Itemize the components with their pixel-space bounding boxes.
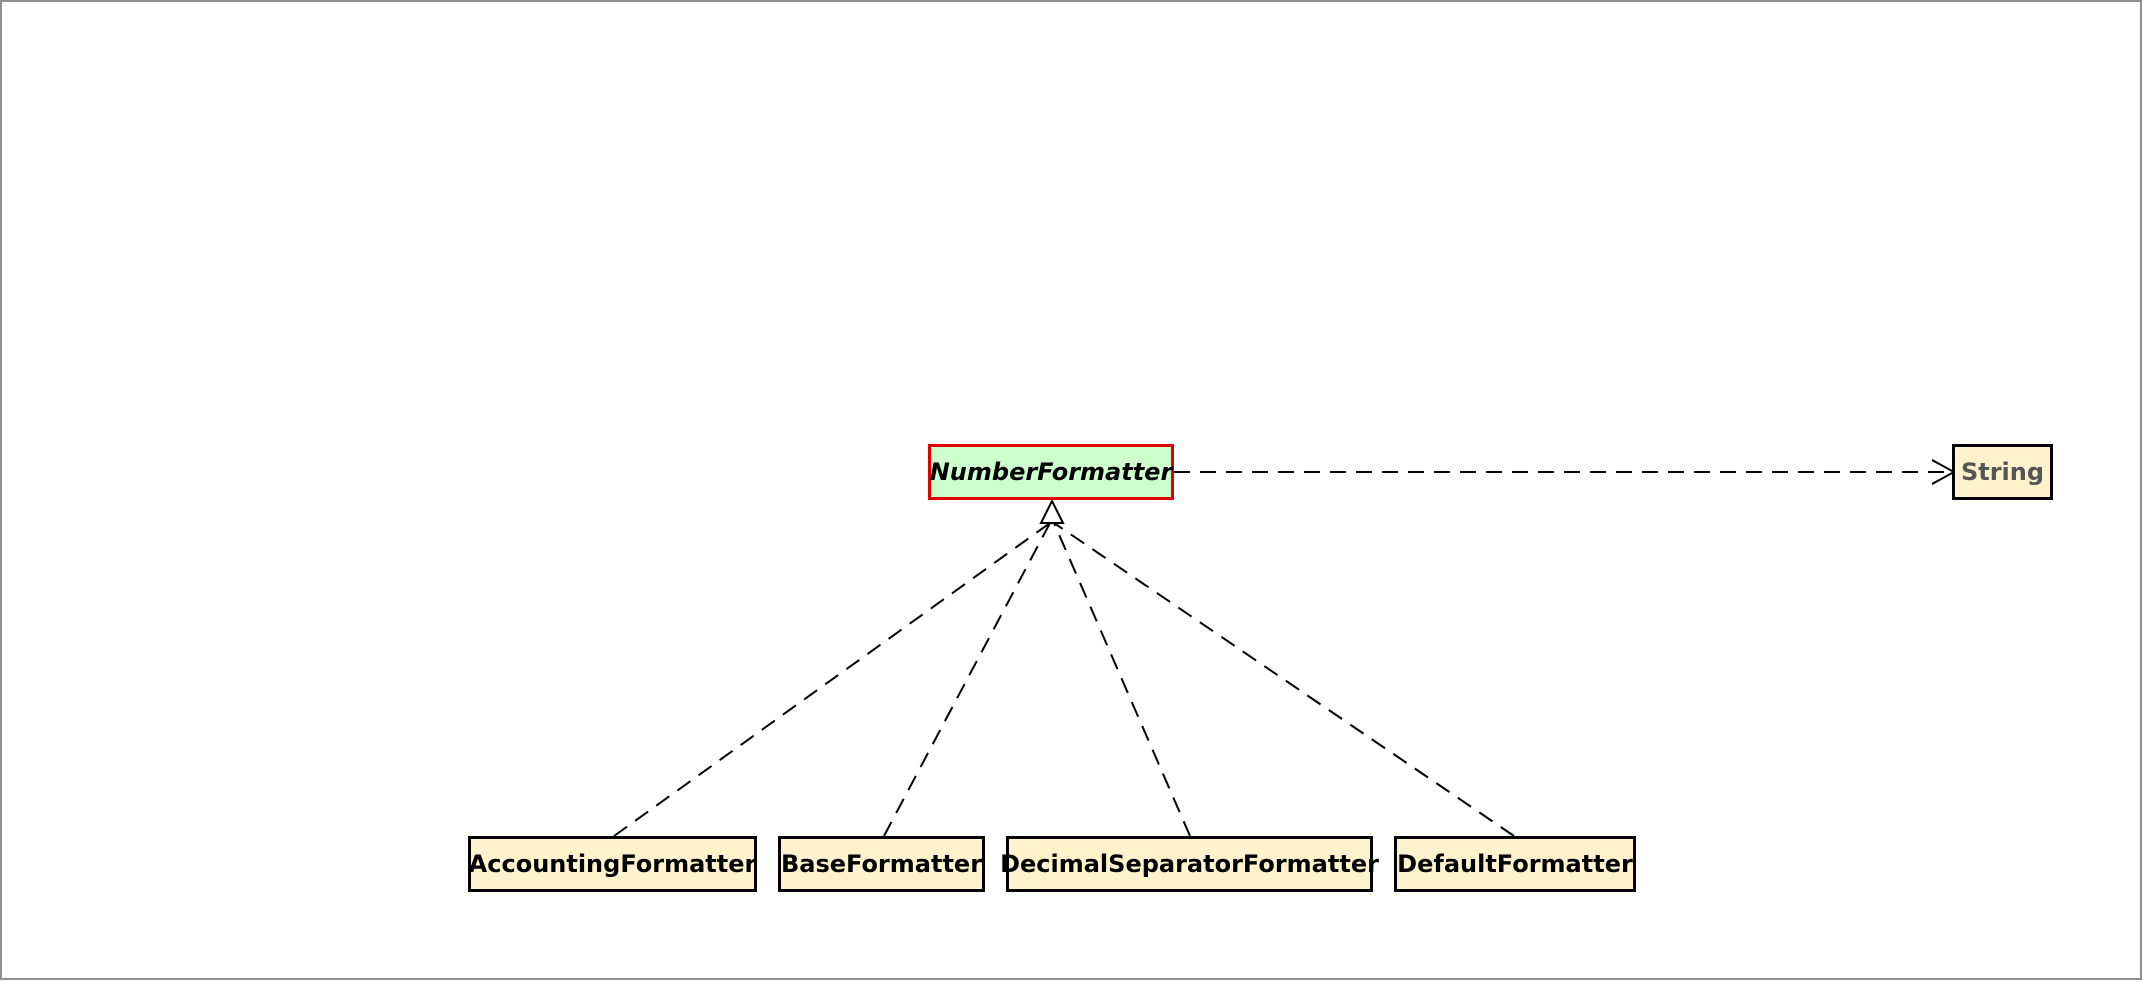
realization-edge-decimal-separator <box>1053 522 1191 837</box>
class-name: AccountingFormatter <box>468 850 757 878</box>
class-accounting-formatter[interactable]: AccountingFormatter <box>468 836 757 892</box>
class-name: DefaultFormatter <box>1397 850 1633 878</box>
realization-edge-default <box>1053 522 1515 837</box>
class-number-formatter[interactable]: NumberFormatter <box>928 444 1174 500</box>
class-name: String <box>1960 458 2045 486</box>
realization-edge-accounting <box>613 522 1051 837</box>
class-name: BaseFormatter <box>780 850 983 878</box>
class-base-formatter[interactable]: BaseFormatter <box>778 836 985 892</box>
class-default-formatter[interactable]: DefaultFormatter <box>1394 836 1636 892</box>
class-decimal-separator-formatter[interactable]: DecimalSeparatorFormatter <box>1000 836 1379 892</box>
dependency-edge-string <box>1174 459 1957 485</box>
realization-arrowhead <box>1039 498 1065 524</box>
class-string[interactable]: String <box>1952 444 2053 500</box>
realization-edge-base <box>883 522 1051 837</box>
class-name: NumberFormatter <box>929 458 1173 486</box>
class-name: DecimalSeparatorFormatter <box>1000 850 1379 878</box>
